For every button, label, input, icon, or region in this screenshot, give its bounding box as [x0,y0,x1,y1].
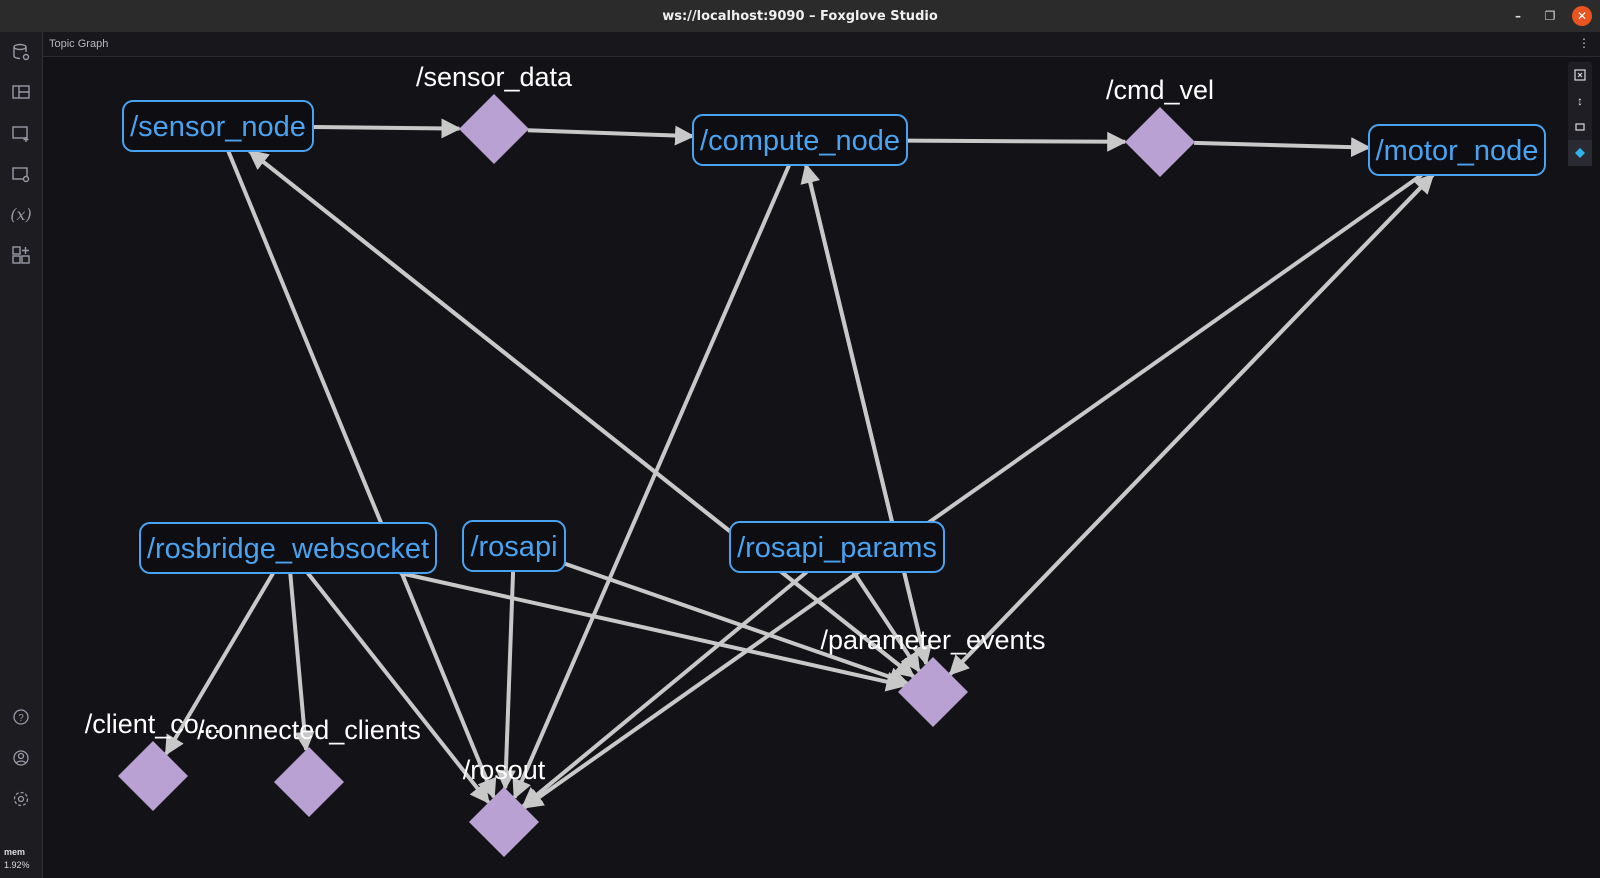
topic-diamond-rosout[interactable] [469,787,539,857]
edge-rosbridge_websocket-to-rosout [306,571,491,804]
edge-parameter_events-to-sensor_node [248,149,915,679]
restore-icon[interactable]: ❐ [1544,9,1556,23]
svg-text:?: ? [18,713,24,724]
settings-icon[interactable] [9,787,33,811]
topic-diamond-icon[interactable] [1568,140,1592,166]
edge-sensor_node-to-sensor_data [312,118,462,139]
node-label-compute-node: /compute_node [700,125,900,157]
edge-rosapi-to-rosout [495,570,516,791]
node-label-rosbridge-websocket: /rosbridge_websocket [147,533,429,565]
topic-diamond-cmd-vel[interactable] [1125,107,1195,177]
node-box-rosbridge-websocket[interactable] [139,522,437,574]
edge-parameter_events-to-compute_node [800,163,929,665]
close-icon[interactable]: ✕ [1572,6,1592,26]
window-titlebar: ws://localhost:9090 – Foxglove Studio – … [0,0,1600,32]
data-source-icon[interactable] [9,40,33,64]
square-node-icon[interactable] [1568,114,1592,140]
window-controls: – ❐ ✕ [1508,6,1592,26]
topic-diamond-sensor-data[interactable] [459,94,529,164]
window-title: ws://localhost:9090 – Foxglove Studio [662,8,938,24]
node-box-compute-node[interactable] [692,114,908,166]
topic-label-client-count: /client_co... [85,709,222,739]
edge-compute_node-to-cmd_vel [906,131,1128,152]
topic-label-connected-clients: /connected_clients [197,715,421,745]
edge-cmd_vel-to-motor_node [1194,137,1371,158]
node-label-rosapi-params: /rosapi_params [737,532,937,564]
edge-compute_node-to-rosout [512,164,791,800]
edge-rosbridge_websocket-to-parameter_events [399,571,907,692]
edge-parameter_events-to-motor_node [948,173,1435,676]
node-label-sensor-node: /sensor_node [130,111,306,143]
panel-settings-icon[interactable] [9,162,33,186]
topic-diamond-parameter-events[interactable] [898,657,968,727]
topic-diamond-client-count[interactable] [118,741,188,811]
panel-title: Topic Graph [49,38,109,50]
minimize-icon[interactable]: – [1515,9,1521,23]
graph-labels: /sensor_node/compute_node/motor_node/ros… [85,62,1539,785]
edge-rosapi-to-parameter_events [564,561,909,687]
topic-label-rosout: /rosout [463,755,546,785]
graph-toolbar: ↕ [1568,62,1592,166]
edge-rosapi_params-to-parameter_events [851,570,921,673]
edge-rosapi_params-to-rosout [521,570,809,808]
node-box-rosapi-params[interactable] [729,521,945,573]
memory-usage: mem 1.92% [4,846,30,872]
graph-shapes [118,94,1546,857]
add-panel-icon[interactable] [9,121,33,145]
edge-sensor_data-to-compute_node [527,125,695,146]
node-box-rosapi[interactable] [462,520,566,572]
layout-icon[interactable] [9,80,33,104]
edge-motor_node-to-rosout [522,173,1423,810]
node-label-motor-node: /motor_node [1376,135,1539,167]
vertical-layout-icon[interactable]: ↕ [1577,94,1583,108]
edge-rosbridge_websocket-to-connected_clients [288,572,315,752]
topic-label-parameter-events: /parameter_events [820,625,1045,655]
variables-icon[interactable]: (x) [10,204,32,224]
panel-menu-icon[interactable]: ⋮ [1578,36,1590,50]
extensions-icon[interactable] [9,243,33,267]
fit-view-icon[interactable] [1568,62,1592,88]
sidebar: (x) ? mem 1.92% [0,32,43,878]
topic-diamond-connected-clients[interactable] [274,747,344,817]
edge-sensor_node-to-rosout [226,150,497,800]
topic-graph[interactable]: /sensor_node/compute_node/motor_node/ros… [43,57,1600,878]
topic-label-sensor-data: /sensor_data [416,62,573,92]
topic-label-cmd-vel: /cmd_vel [1106,75,1214,105]
mem-value: 1.92% [4,860,30,870]
graph-edges [164,118,1435,810]
node-box-sensor-node[interactable] [122,100,314,152]
help-icon[interactable]: ? [9,705,33,729]
mem-label: mem [4,847,26,857]
edge-rosbridge_websocket-to-client_count [164,571,275,756]
account-icon[interactable] [9,746,33,770]
node-box-motor-node[interactable] [1368,124,1546,176]
node-label-rosapi: /rosapi [470,531,557,563]
panel-header: Topic Graph ⋮ [43,32,1600,57]
